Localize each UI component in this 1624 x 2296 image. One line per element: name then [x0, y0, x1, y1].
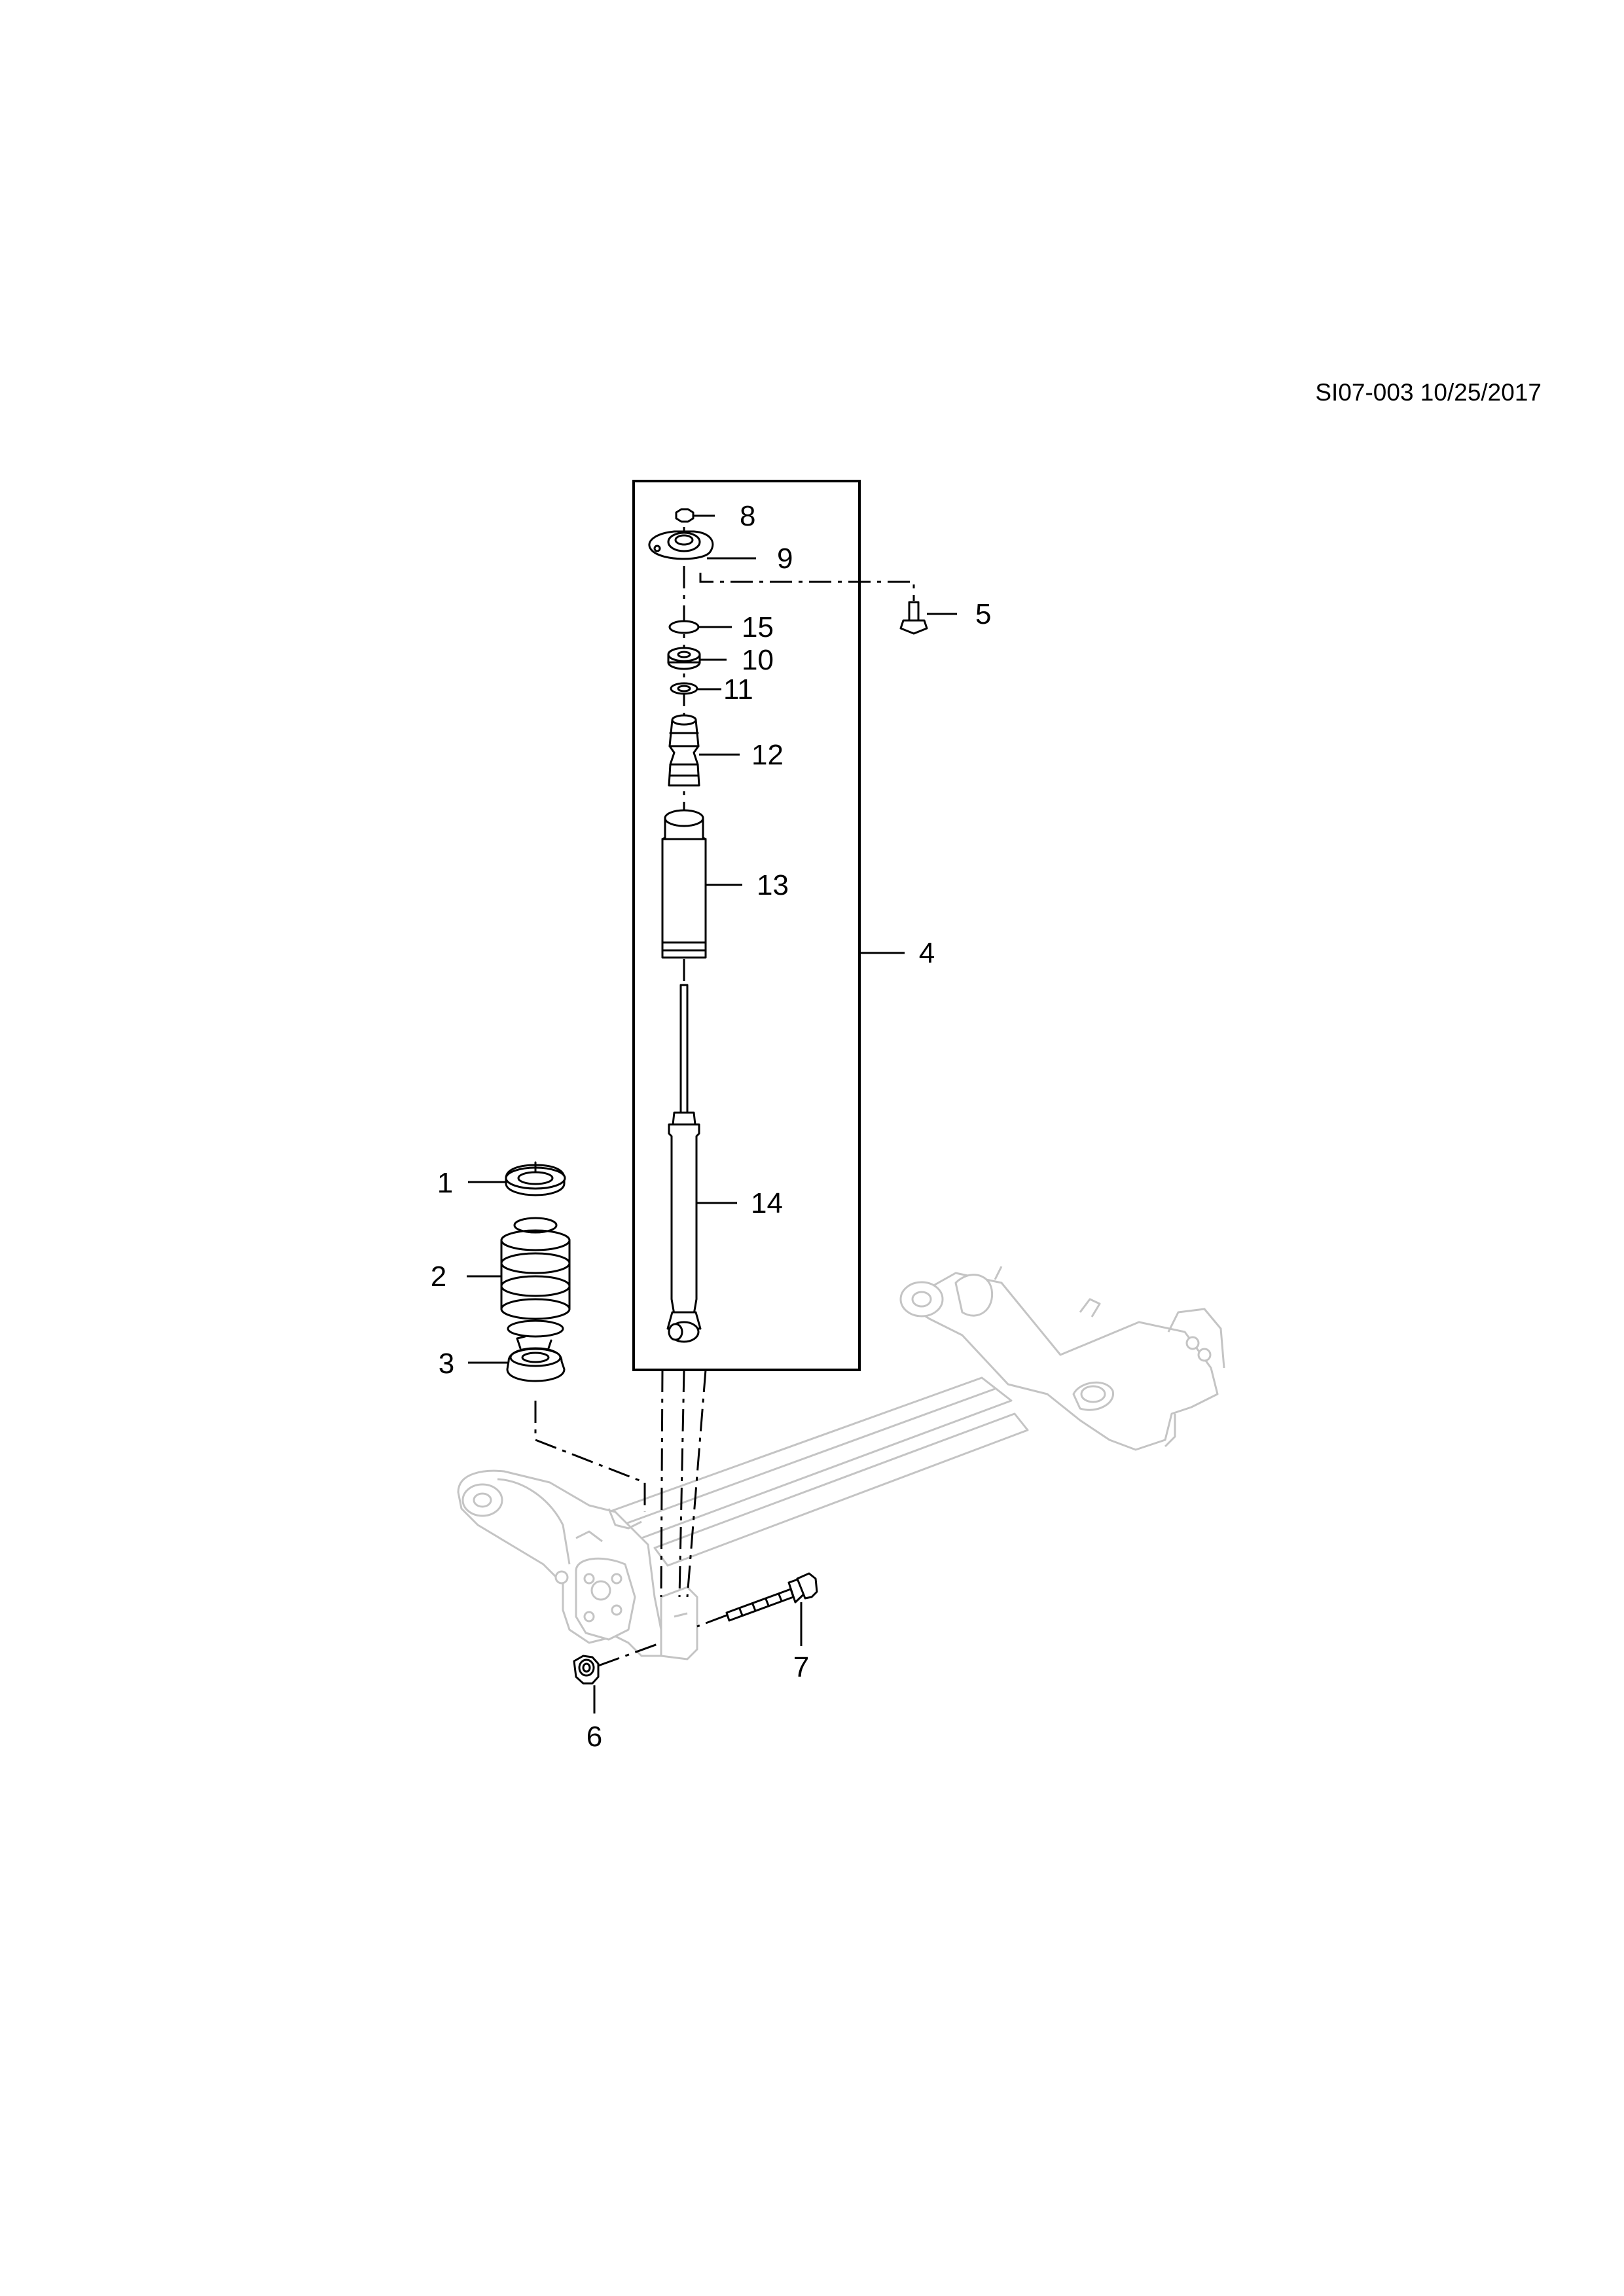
- upper-spring-seat-item-1: [468, 1161, 566, 1196]
- callout-8: 8: [740, 500, 755, 532]
- lower-guide-centre: [678, 1369, 685, 1598]
- callout-15: 15: [742, 611, 774, 643]
- bolt-item-5: [899, 601, 957, 635]
- callout-2: 2: [431, 1261, 446, 1293]
- callout-12: 12: [751, 739, 784, 771]
- callout-11: 11: [723, 673, 753, 706]
- callout-6: 6: [586, 1721, 602, 1753]
- washer-item-15: [668, 620, 732, 634]
- callout-5: 5: [975, 598, 991, 630]
- document-reference: SI07-003 10/25/2017: [1315, 379, 1542, 406]
- callout-9: 9: [777, 543, 793, 575]
- rear-axle-beam: [457, 1266, 1225, 1660]
- bump-stop-item-12: [668, 714, 740, 787]
- nut-item-8: [675, 508, 715, 523]
- callout-7: 7: [793, 1651, 809, 1683]
- nut-6-guide: [598, 1641, 662, 1667]
- callout-1: 1: [437, 1167, 453, 1199]
- shock-absorber-kit-frame: [632, 480, 861, 1371]
- callout-13: 13: [757, 869, 789, 901]
- callout-4: 4: [919, 937, 935, 969]
- lower-guide-left: [660, 1369, 664, 1598]
- spring-guide-line: [534, 1401, 646, 1512]
- bolt-item-7: [725, 1572, 818, 1646]
- dust-boot-item-13: [661, 809, 742, 959]
- coil-spring-item-2: [467, 1217, 571, 1338]
- callout-3: 3: [439, 1348, 454, 1380]
- shock-absorber-item-14: [666, 984, 737, 1343]
- spacer-item-11: [670, 682, 721, 695]
- bolt-7-guide: [696, 1614, 727, 1628]
- bolt-guide-line: [699, 573, 915, 601]
- nut-item-6: [573, 1655, 600, 1713]
- callout-14: 14: [751, 1187, 783, 1219]
- callout-10: 10: [742, 644, 774, 676]
- lower-spring-seat-item-3: [468, 1335, 566, 1382]
- bushing-item-10: [667, 647, 727, 670]
- top-mount-item-9: [648, 530, 756, 560]
